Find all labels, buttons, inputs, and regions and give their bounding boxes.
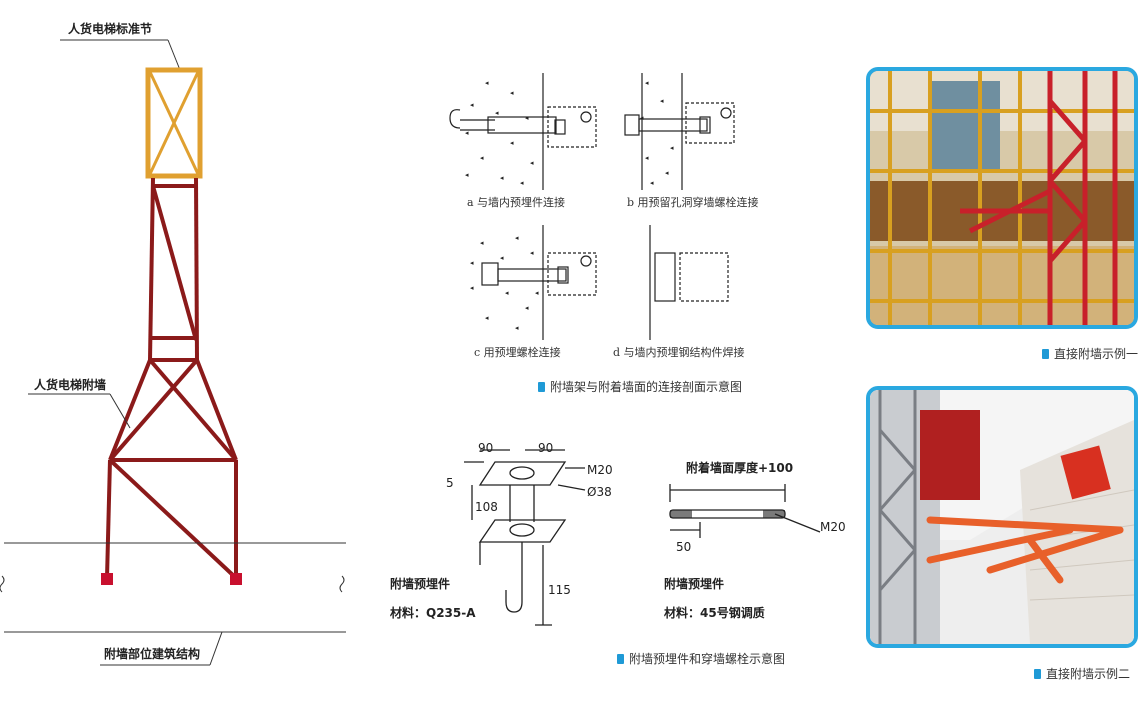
caption-section-details: 附墙架与附着墙面的连接剖面示意图 bbox=[538, 378, 742, 395]
caption-bullet-icon bbox=[1042, 349, 1049, 359]
svg-text:◂: ◂ bbox=[470, 101, 474, 109]
detail-b bbox=[624, 73, 735, 190]
svg-text:◂: ◂ bbox=[505, 289, 509, 297]
svg-text:◂: ◂ bbox=[645, 79, 649, 87]
detail-a bbox=[449, 73, 597, 190]
section-details-drawing: ◂◂◂◂ ◂◂◂◂ ◂◂◂◂ ◂◂◂◂ ◂◂◂ ◂◂◂◂ ◂◂◂◂ ◂◂◂ bbox=[449, 73, 735, 340]
svg-text:◂: ◂ bbox=[530, 159, 534, 167]
svg-text:◂: ◂ bbox=[500, 254, 504, 262]
label-building-structure: 附墙部位建筑结构 bbox=[104, 647, 201, 661]
mast-frame bbox=[105, 177, 238, 580]
svg-text:◂: ◂ bbox=[480, 154, 484, 162]
bolt-title: 附墙预埋件 bbox=[664, 577, 725, 591]
svg-text:◂: ◂ bbox=[480, 239, 484, 247]
svg-text:◂: ◂ bbox=[670, 144, 674, 152]
svg-text:◂: ◂ bbox=[665, 169, 669, 177]
detail-d bbox=[649, 225, 729, 340]
dim-108: 108 bbox=[475, 500, 498, 514]
svg-text:◂: ◂ bbox=[650, 179, 654, 187]
label-m20-plate: M20 bbox=[587, 463, 613, 477]
label-wall-attachment: 人货电梯附墙 bbox=[34, 378, 107, 392]
embedded-part-material: 材料：Q235-A bbox=[390, 606, 476, 620]
photo-example-2 bbox=[866, 386, 1138, 648]
svg-text:◂: ◂ bbox=[525, 114, 529, 122]
svg-text:◂: ◂ bbox=[470, 284, 474, 292]
svg-text:◂: ◂ bbox=[485, 314, 489, 322]
caption-photo-2: 直接附墙示例二 bbox=[1034, 665, 1130, 682]
svg-text:◂: ◂ bbox=[515, 324, 519, 332]
bolt-material: 材料：45号钢调质 bbox=[664, 606, 765, 620]
sub-caption-c: c 用预埋螺栓连接 bbox=[474, 346, 561, 359]
svg-text:◂: ◂ bbox=[645, 154, 649, 162]
sub-caption-a: a 与墙内预埋件连接 bbox=[467, 196, 566, 209]
svg-text:◂: ◂ bbox=[465, 129, 469, 137]
svg-text:◂: ◂ bbox=[535, 289, 539, 297]
label-standard-section: 人货电梯标准节 bbox=[68, 22, 153, 36]
svg-text:◂: ◂ bbox=[515, 234, 519, 242]
dim-115: 115 bbox=[548, 583, 571, 597]
svg-text:◂: ◂ bbox=[470, 259, 474, 267]
svg-text:◂: ◂ bbox=[520, 179, 524, 187]
photo-example-1 bbox=[866, 67, 1138, 329]
sub-caption-d: d 与墙内预埋钢结构件焊接 bbox=[613, 346, 745, 359]
standard-section bbox=[145, 67, 203, 179]
svg-text:◂: ◂ bbox=[660, 97, 664, 105]
svg-text:◂: ◂ bbox=[485, 79, 489, 87]
caption-bullet-icon bbox=[617, 654, 624, 664]
embedded-part-title: 附墙预埋件 bbox=[390, 577, 451, 591]
label-m20-bolt: M20 bbox=[820, 520, 846, 534]
elevator-attachment-diagram bbox=[0, 39, 346, 666]
svg-text:◂: ◂ bbox=[530, 249, 534, 257]
photo-2-illustration bbox=[870, 390, 1134, 644]
caption-embedded-parts: 附墙预埋件和穿墙螺栓示意图 bbox=[617, 650, 785, 667]
svg-text:◂: ◂ bbox=[525, 304, 529, 312]
svg-text:◂: ◂ bbox=[510, 139, 514, 147]
dim-90-left: 90 bbox=[478, 441, 494, 455]
detail-c bbox=[481, 225, 597, 340]
svg-text:◂: ◂ bbox=[510, 89, 514, 97]
caption-photo-1: 直接附墙示例一 bbox=[1042, 345, 1138, 362]
through-bolt-drawing bbox=[669, 484, 821, 538]
svg-text:◂: ◂ bbox=[465, 171, 469, 179]
svg-text:◂: ◂ bbox=[500, 174, 504, 182]
photo-1-illustration bbox=[870, 71, 1134, 325]
caption-bullet-icon bbox=[538, 382, 545, 392]
dim-bolt-length: 附着墙面厚度+100 bbox=[686, 461, 794, 475]
label-d38: Ø38 bbox=[587, 485, 612, 499]
embedded-part-drawing bbox=[464, 449, 586, 626]
dim-50: 50 bbox=[676, 540, 692, 554]
sub-caption-b: b 用预留孔洞穿墙螺栓连接 bbox=[627, 196, 759, 209]
svg-text:◂: ◂ bbox=[495, 109, 499, 117]
dim-5: 5 bbox=[446, 476, 454, 490]
dim-90-right: 90 bbox=[538, 441, 554, 455]
caption-bullet-icon bbox=[1034, 669, 1041, 679]
